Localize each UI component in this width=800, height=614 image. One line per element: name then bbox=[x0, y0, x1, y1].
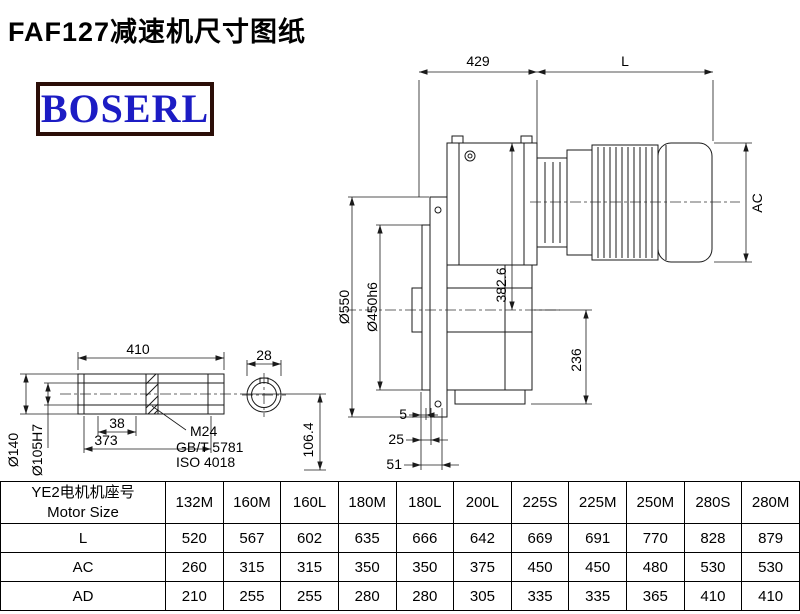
table-cell: 567 bbox=[222, 523, 282, 553]
motor-size-table: YE2电机机座号 Motor Size 132M 160M 160L 180M … bbox=[0, 481, 800, 611]
dim-28: 28 bbox=[256, 347, 272, 363]
row-label: AD bbox=[0, 581, 166, 611]
dim-51: 51 bbox=[386, 456, 402, 472]
motor-size-label-cn: YE2电机机座号 bbox=[31, 484, 135, 501]
table-cell: 450 bbox=[510, 552, 570, 582]
dim-106: 106.4 bbox=[300, 422, 316, 457]
dim-25: 25 bbox=[388, 431, 404, 447]
table-cell: 365 bbox=[626, 581, 685, 611]
table-cell: 410 bbox=[741, 581, 800, 611]
col-header: 180M bbox=[337, 481, 397, 524]
table-cell: 335 bbox=[568, 581, 627, 611]
table-cell: 879 bbox=[741, 523, 800, 553]
dim-flange-od: Ø550 bbox=[336, 290, 352, 324]
dim-motor-length: L bbox=[621, 53, 629, 69]
motor-size-label-en: Motor Size bbox=[47, 503, 119, 521]
dim-flange-spigot: Ø450h6 bbox=[364, 282, 380, 332]
col-header: 160M bbox=[222, 481, 282, 524]
table-header-row: YE2电机机座号 Motor Size 132M 160M 160L 180M … bbox=[0, 481, 800, 524]
col-header: 250M bbox=[626, 481, 685, 524]
table-cell: 666 bbox=[395, 523, 455, 553]
table-cell: 530 bbox=[741, 552, 800, 582]
boserl-logo: BOSERL bbox=[36, 82, 214, 136]
table-cell: 255 bbox=[222, 581, 282, 611]
dim-ac: AC bbox=[749, 193, 765, 212]
table-cell: 305 bbox=[453, 581, 512, 611]
col-header: 225S bbox=[510, 481, 570, 524]
table-cell: 280 bbox=[395, 581, 455, 611]
dim-429: 429 bbox=[466, 53, 490, 69]
table-row-ac: AC 260 315 315 350 350 375 450 450 480 5… bbox=[0, 552, 800, 582]
main-dimensions bbox=[348, 69, 752, 470]
reducer-dimension-drawing: 429 L AC Ø550 Ø450h6 382.6 236 5 25 51 4… bbox=[5, 53, 765, 476]
dim-5: 5 bbox=[399, 406, 407, 422]
row-label: AC bbox=[0, 552, 166, 582]
table-cell: 315 bbox=[222, 552, 282, 582]
table-cell: 375 bbox=[453, 552, 512, 582]
table-cell: 410 bbox=[683, 581, 743, 611]
table-cell: 828 bbox=[683, 523, 743, 553]
dim-410: 410 bbox=[126, 341, 150, 357]
table-cell: 315 bbox=[280, 552, 339, 582]
table-cell: 480 bbox=[626, 552, 685, 582]
page-title: FAF127减速机尺寸图纸 bbox=[8, 17, 307, 47]
table-cell: 642 bbox=[453, 523, 512, 553]
col-header: 180L bbox=[395, 481, 455, 524]
boserl-logo-text: BOSERL bbox=[40, 86, 210, 131]
table-cell: 635 bbox=[337, 523, 397, 553]
dim-236: 236 bbox=[568, 348, 584, 372]
dim-shaft-od: Ø140 bbox=[5, 433, 21, 467]
table-cell: 691 bbox=[568, 523, 627, 553]
table-cell: 520 bbox=[165, 523, 224, 553]
dim-382: 382.6 bbox=[493, 267, 509, 302]
col-header: 200L bbox=[453, 481, 512, 524]
dim-38: 38 bbox=[109, 415, 125, 431]
table-cell: 280 bbox=[337, 581, 397, 611]
table-cell: 260 bbox=[165, 552, 224, 582]
dim-bore: Ø105H7 bbox=[29, 424, 45, 476]
table-cell: 602 bbox=[280, 523, 339, 553]
note-thread-std: GB/T 5781 bbox=[176, 439, 244, 455]
col-header: 160L bbox=[280, 481, 339, 524]
table-header-motor-size: YE2电机机座号 Motor Size bbox=[0, 481, 166, 524]
table-cell: 210 bbox=[165, 581, 224, 611]
dimension-labels: 429 L AC Ø550 Ø450h6 382.6 236 5 25 51 4… bbox=[5, 53, 765, 476]
col-header: 225M bbox=[568, 481, 627, 524]
note-thread: M24 bbox=[190, 423, 217, 439]
col-header: 280S bbox=[683, 481, 743, 524]
table-cell: 450 bbox=[568, 552, 627, 582]
table-row-l: L 520 567 602 635 666 642 669 691 770 82… bbox=[0, 523, 800, 553]
main-view bbox=[411, 135, 713, 418]
dim-373: 373 bbox=[94, 432, 118, 448]
table-cell: 669 bbox=[510, 523, 570, 553]
centerlines bbox=[60, 201, 740, 417]
shaft-detail-view bbox=[77, 373, 282, 431]
detail-dimensions bbox=[20, 352, 326, 471]
col-header: 280M bbox=[741, 481, 800, 524]
table-cell: 350 bbox=[337, 552, 397, 582]
col-header: 132M bbox=[165, 481, 224, 524]
row-label: L bbox=[0, 523, 166, 553]
table-cell: 335 bbox=[510, 581, 570, 611]
note-thread-iso: ISO 4018 bbox=[176, 454, 235, 470]
table-cell: 530 bbox=[683, 552, 743, 582]
table-row-ad: AD 210 255 255 280 280 305 335 335 365 4… bbox=[0, 581, 800, 611]
table-cell: 770 bbox=[626, 523, 685, 553]
table-cell: 255 bbox=[280, 581, 339, 611]
table-cell: 350 bbox=[395, 552, 455, 582]
